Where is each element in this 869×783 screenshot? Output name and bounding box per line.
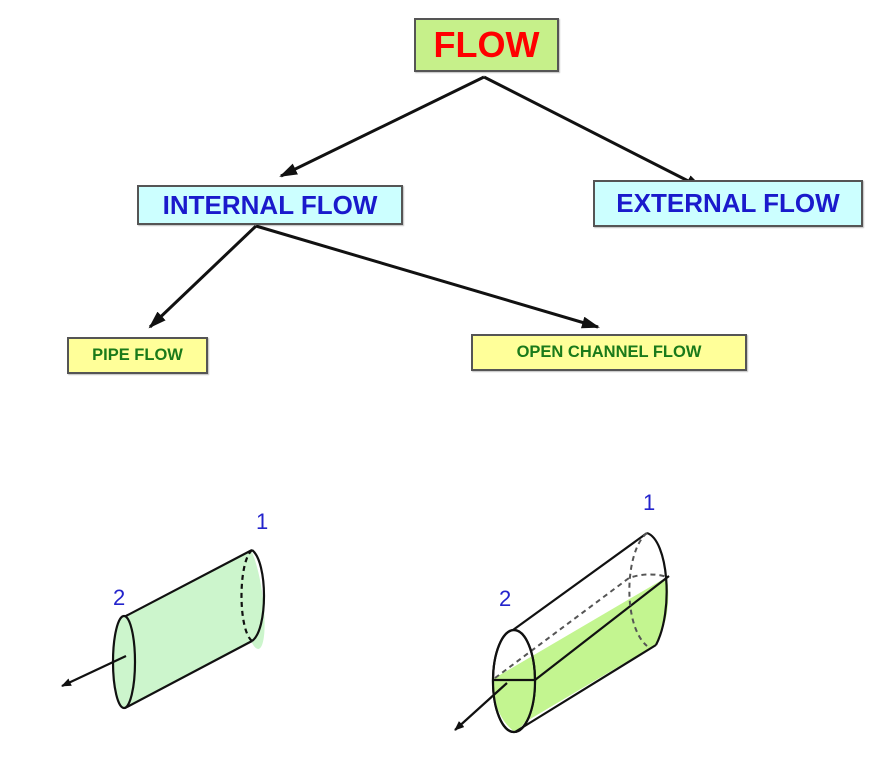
- channel-bottom-edge: [514, 644, 657, 733]
- pipe-flow-illustration: 1 2: [61, 509, 268, 710]
- open-channel-illustration: 1 2: [454, 490, 670, 734]
- node-flow-label: FLOW: [433, 24, 540, 65]
- node-internal-flow-label: INTERNAL FLOW: [162, 189, 378, 220]
- channel-flow-arrow: [454, 682, 508, 731]
- channel-top-edge: [512, 532, 648, 631]
- node-open-channel-flow: OPEN CHANNEL FLOW: [471, 334, 747, 371]
- pipe-inlet-front-arc: [251, 549, 266, 642]
- pipe-body: [113, 550, 265, 708]
- node-internal-flow: INTERNAL FLOW: [137, 185, 403, 225]
- channel-outlet-water: [492, 680, 536, 732]
- channel-inlet-back-arc: [628, 532, 648, 647]
- pipe-section-2-label: 2: [113, 585, 125, 610]
- channel-section-2-label: 2: [499, 586, 511, 611]
- node-external-flow: EXTERNAL FLOW: [593, 180, 863, 227]
- node-flow: FLOW: [414, 18, 559, 72]
- pipe-top-edge: [123, 549, 253, 618]
- edge-root-to-external: [483, 75, 704, 190]
- channel-inlet-front-arc: [646, 531, 668, 646]
- channel-section-1-label: 1: [643, 490, 655, 515]
- pipe-bottom-edge: [124, 640, 253, 709]
- edge-internal-to-open-channel: [255, 224, 600, 329]
- node-external-flow-label: EXTERNAL FLOW: [616, 188, 840, 218]
- pipe-outlet-ellipse: [111, 614, 137, 710]
- edge-internal-to-pipe: [148, 224, 258, 329]
- pipe-flow-arrow: [61, 655, 127, 687]
- edge-root-to-internal: [279, 75, 485, 178]
- node-pipe-flow: PIPE FLOW: [67, 337, 208, 374]
- pipe-inlet-back-arc: [240, 549, 253, 642]
- channel-water-surface-front: [534, 575, 670, 681]
- node-open-channel-flow-label: OPEN CHANNEL FLOW: [516, 343, 702, 361]
- channel-water: [492, 577, 669, 728]
- node-pipe-flow-label: PIPE FLOW: [92, 346, 183, 364]
- pipe-section-1-label: 1: [256, 509, 268, 534]
- channel-water-surface-back: [494, 573, 668, 679]
